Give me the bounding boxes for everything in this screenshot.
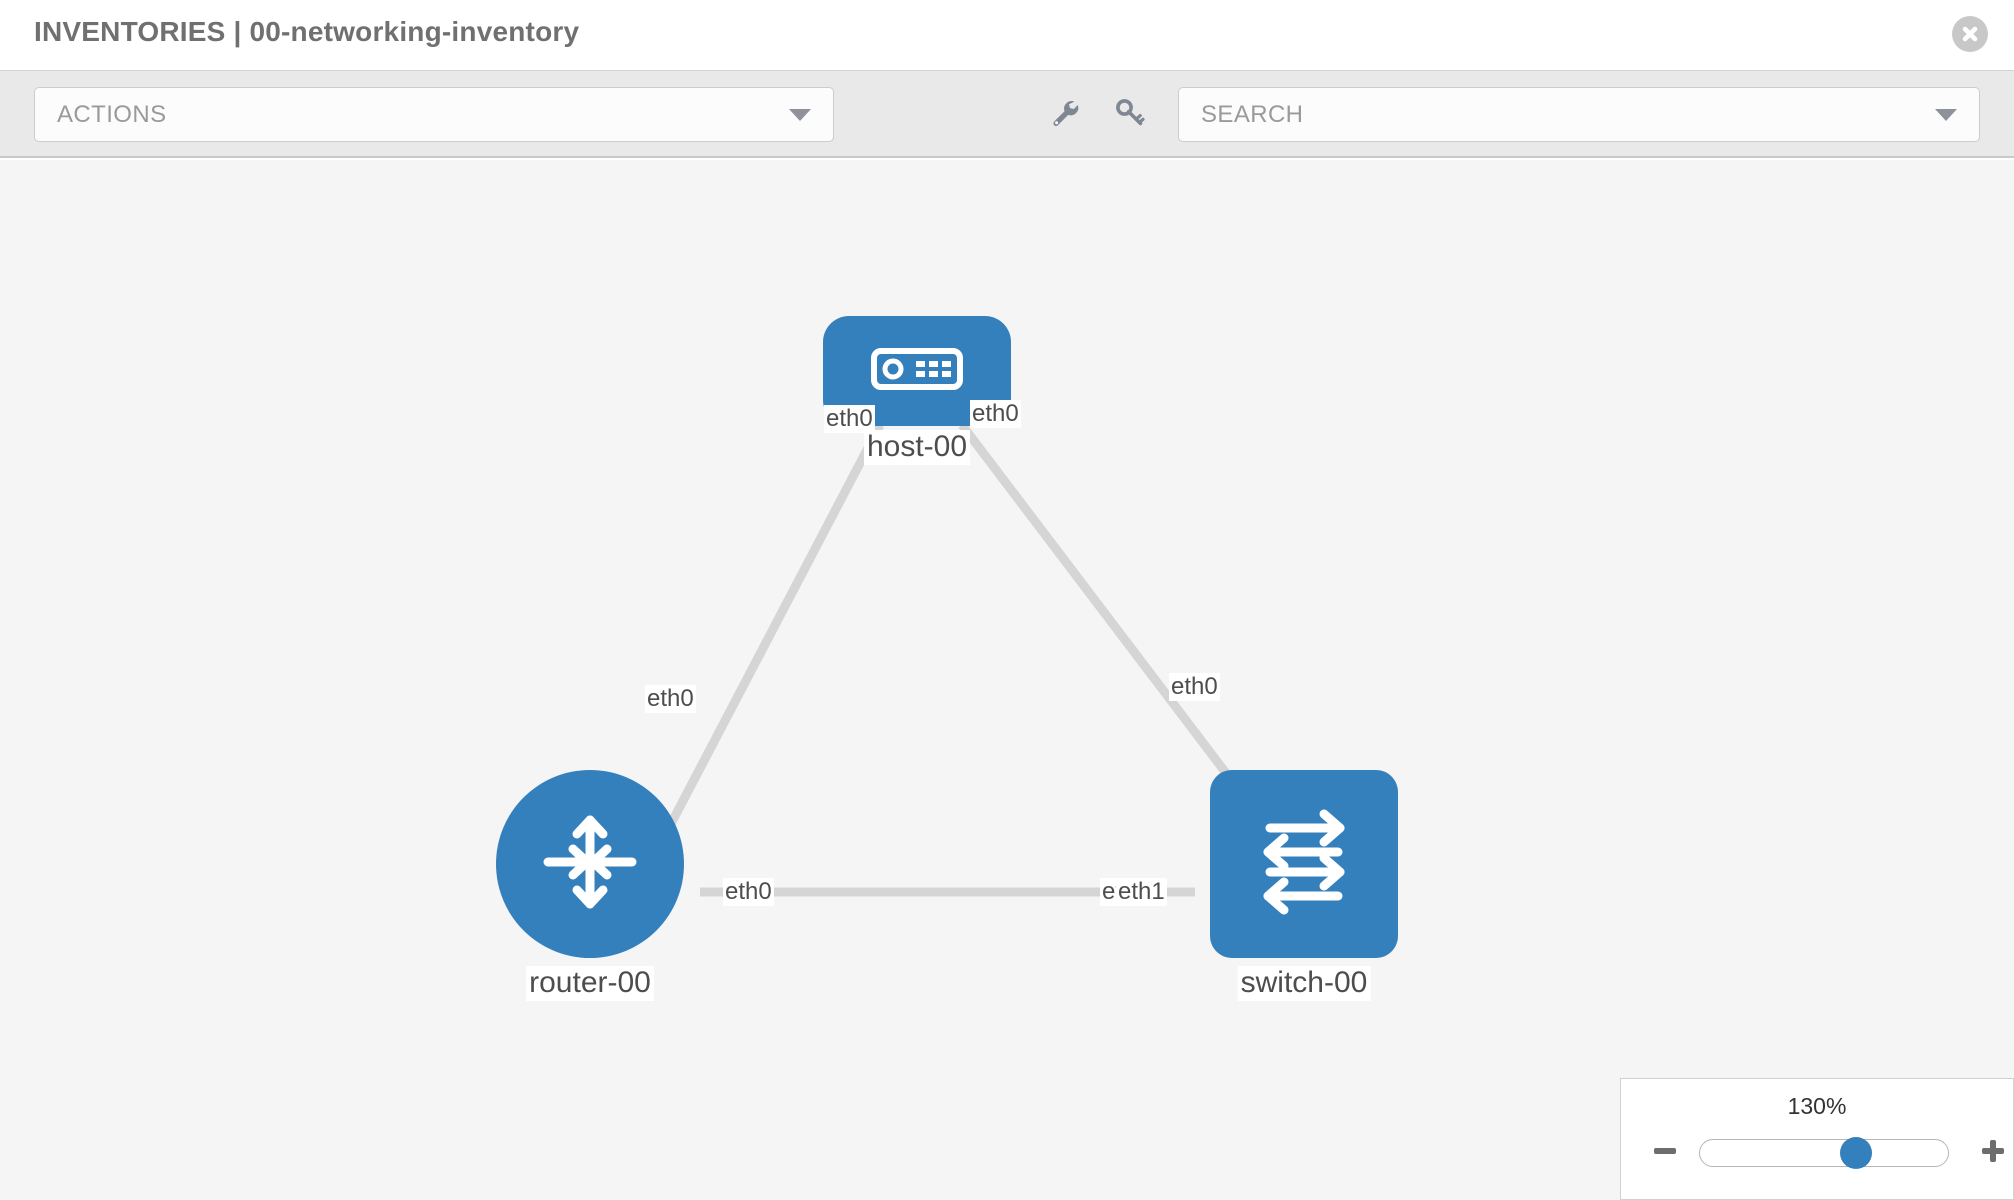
- node-label-host-00: host-00: [863, 430, 971, 465]
- edge-host-router: [648, 422, 884, 863]
- node-label-router-00: router-00: [526, 966, 654, 1001]
- search-input[interactable]: SEARCH: [1178, 87, 1980, 142]
- zoom-slider-thumb[interactable]: [1840, 1137, 1873, 1169]
- zoom-slider-row: [1621, 1131, 2014, 1175]
- node-label-switch-00: switch-00: [1237, 966, 1371, 1001]
- port-label-router-up: eth0: [645, 685, 696, 713]
- key-icon: [1113, 96, 1147, 135]
- topology-canvas[interactable]: host-00: [0, 160, 2014, 1200]
- zoom-slider-track[interactable]: [1699, 1137, 1949, 1169]
- zoom-level-value: 130%: [1787, 1093, 1847, 1119]
- chevron-down-icon: [789, 108, 811, 121]
- node-switch-00[interactable]: switch-00: [1180, 758, 1398, 1001]
- node-shape-switch: [1210, 770, 1398, 958]
- edge-host-switch: [958, 422, 1239, 788]
- actions-dropdown[interactable]: ACTIONS: [34, 87, 834, 142]
- search-placeholder: SEARCH: [1201, 100, 1304, 128]
- wrench-icon: [1048, 96, 1082, 135]
- port-label-host-left: eth0: [824, 405, 875, 433]
- close-icon: [1959, 23, 1981, 45]
- minus-icon: [1652, 1138, 1678, 1169]
- zoom-control-panel: 130%: [1620, 1078, 2014, 1200]
- zoom-in-button[interactable]: [1971, 1131, 2014, 1175]
- node-shape-router: [496, 770, 684, 958]
- port-label-host-right: eth0: [970, 400, 1021, 428]
- router-arrows-icon: [535, 807, 645, 922]
- settings-wrench-button[interactable]: [1043, 93, 1087, 137]
- port-label-router-right: eth0: [723, 878, 774, 906]
- close-button[interactable]: [1952, 16, 1988, 52]
- toolbar: ACTIONS SEARCH: [0, 70, 2014, 158]
- page-title: INVENTORIES | 00-networking-inventory: [34, 16, 580, 47]
- node-router-00[interactable]: router-00: [496, 770, 708, 1001]
- switch-arrows-icon: [1248, 806, 1360, 923]
- plus-icon: [1979, 1137, 2007, 1170]
- actions-dropdown-label: ACTIONS: [57, 100, 167, 128]
- server-device-icon: [871, 341, 963, 402]
- zoom-out-button[interactable]: [1643, 1131, 1687, 1175]
- port-label-switch-up: eth0: [1169, 673, 1220, 701]
- credentials-key-button[interactable]: [1108, 93, 1152, 137]
- page-header: INVENTORIES | 00-networking-inventory: [0, 0, 2014, 70]
- port-label-switch-left-b: eth1: [1116, 878, 1167, 906]
- chevron-down-icon: [1935, 108, 1957, 121]
